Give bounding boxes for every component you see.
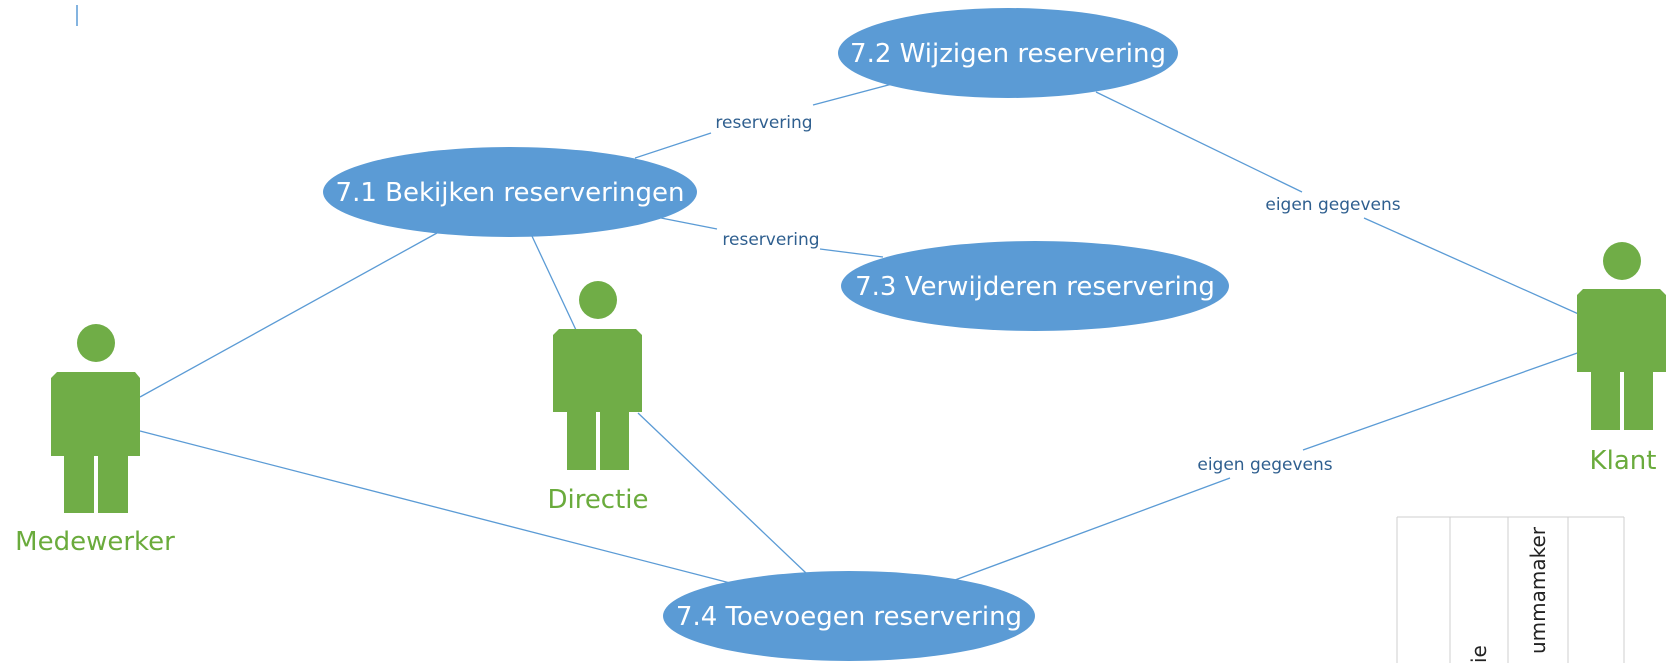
line-71-73-a	[660, 217, 718, 230]
line-directie-74	[637, 412, 807, 574]
use-case-7-3[interactable]: 7.3 Verwijderen reservering	[841, 241, 1229, 331]
table-header-col2: ie	[1467, 645, 1491, 663]
line-directie-71	[530, 233, 577, 331]
line-klant-74-a	[954, 477, 1231, 581]
line-medewerker-74	[139, 430, 735, 585]
use-case-7-1-label: 7.1 Bekijken reserveringen	[336, 178, 685, 208]
actor-klant-label: Klant	[1590, 446, 1657, 476]
actor-klant[interactable]	[1577, 242, 1666, 430]
actor-directie-label: Directie	[547, 485, 648, 515]
use-case-7-2[interactable]: 7.2 Wijzigen reservering	[838, 8, 1178, 98]
actor-medewerker-label: Medewerker	[15, 527, 175, 557]
actor-medewerker[interactable]	[51, 324, 140, 513]
line-klant-72-a	[1095, 91, 1303, 193]
connections	[139, 82, 1584, 585]
use-case-7-4-label: 7.4 Toevoegen reservering	[676, 602, 1022, 632]
use-case-7-4[interactable]: 7.4 Toevoegen reservering	[663, 571, 1035, 661]
use-case-7-1[interactable]: 7.1 Bekijken reserveringen	[323, 147, 697, 237]
edge-label-71-73: reservering	[722, 230, 819, 250]
edge-label-klant-74: eigen gegevens	[1197, 455, 1332, 475]
actor-body	[1577, 289, 1666, 430]
actor-body	[553, 329, 642, 470]
line-medewerker-71	[139, 232, 438, 398]
actor-body	[51, 372, 140, 513]
line-71-72-a	[634, 132, 712, 159]
actor-head	[579, 281, 617, 319]
table-fragment	[1396, 516, 1625, 663]
line-71-72-b	[812, 82, 897, 106]
table-header-col3: ummamaker	[1526, 526, 1550, 654]
actor-directie[interactable]	[553, 281, 642, 470]
use-case-7-2-label: 7.2 Wijzigen reservering	[850, 39, 1166, 69]
line-71-73-b	[819, 248, 884, 258]
edge-label-klant-72: eigen gegevens	[1265, 195, 1400, 215]
line-klant-74-b	[1302, 350, 1584, 451]
actor-head	[1603, 242, 1641, 280]
use-case-7-3-label: 7.3 Verwijderen reservering	[855, 272, 1215, 302]
edge-label-71-72: reservering	[715, 113, 812, 133]
actor-head	[77, 324, 115, 362]
line-klant-72-b	[1363, 217, 1584, 317]
